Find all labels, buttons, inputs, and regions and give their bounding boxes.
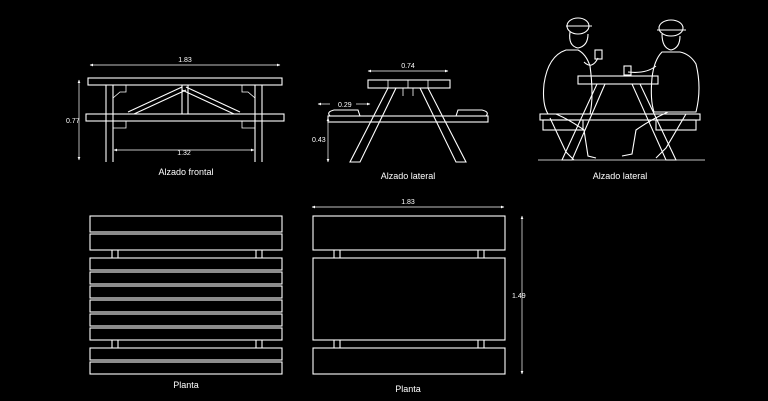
front-table-top bbox=[87, 77, 283, 86]
side-leg-left bbox=[349, 87, 397, 163]
side-seat-dimension: 0.29 bbox=[338, 102, 352, 109]
side-elevation-with-people: Alzado lateral bbox=[538, 17, 705, 181]
plan-depth-dimension: 1.49 bbox=[512, 293, 526, 300]
plan-width-dimension: 1.83 bbox=[401, 199, 415, 206]
side-leg-right bbox=[419, 87, 467, 163]
side-elevation-caption: Alzado lateral bbox=[381, 171, 436, 181]
side-height-dimension: 0.43 bbox=[312, 137, 326, 144]
side-seat-beam bbox=[327, 115, 489, 123]
front-elevation-caption: Alzado frontal bbox=[158, 167, 213, 177]
plan-table-top bbox=[312, 257, 506, 341]
plan-view-right: 1.83 1.49 Planta bbox=[311, 199, 526, 394]
side-table-top bbox=[367, 79, 451, 89]
plan-bench-top bbox=[312, 215, 506, 251]
people-elevation-caption: Alzado lateral bbox=[593, 171, 648, 181]
front-seat bbox=[85, 113, 285, 122]
plan-view-left: Planta bbox=[89, 215, 283, 390]
front-elevation: 1.83 1.32 0.77 Alzado frontal bbox=[66, 57, 285, 177]
side-elevation: 0.74 0.29 0.43 Alzado lateral bbox=[312, 63, 489, 181]
plan-left-caption: Planta bbox=[173, 380, 199, 390]
plan-right-caption: Planta bbox=[395, 384, 421, 394]
plan-bench-bottom bbox=[312, 347, 506, 375]
person-left-figure bbox=[542, 17, 603, 161]
person-right-figure bbox=[621, 19, 700, 159]
side-top-dimension: 0.74 bbox=[401, 63, 415, 70]
front-height-dimension: 0.77 bbox=[66, 118, 80, 125]
front-brace-right bbox=[185, 86, 241, 113]
front-brace-left bbox=[127, 86, 183, 113]
front-inner-dimension: 1.32 bbox=[177, 150, 191, 157]
front-width-dimension: 1.83 bbox=[178, 57, 192, 64]
